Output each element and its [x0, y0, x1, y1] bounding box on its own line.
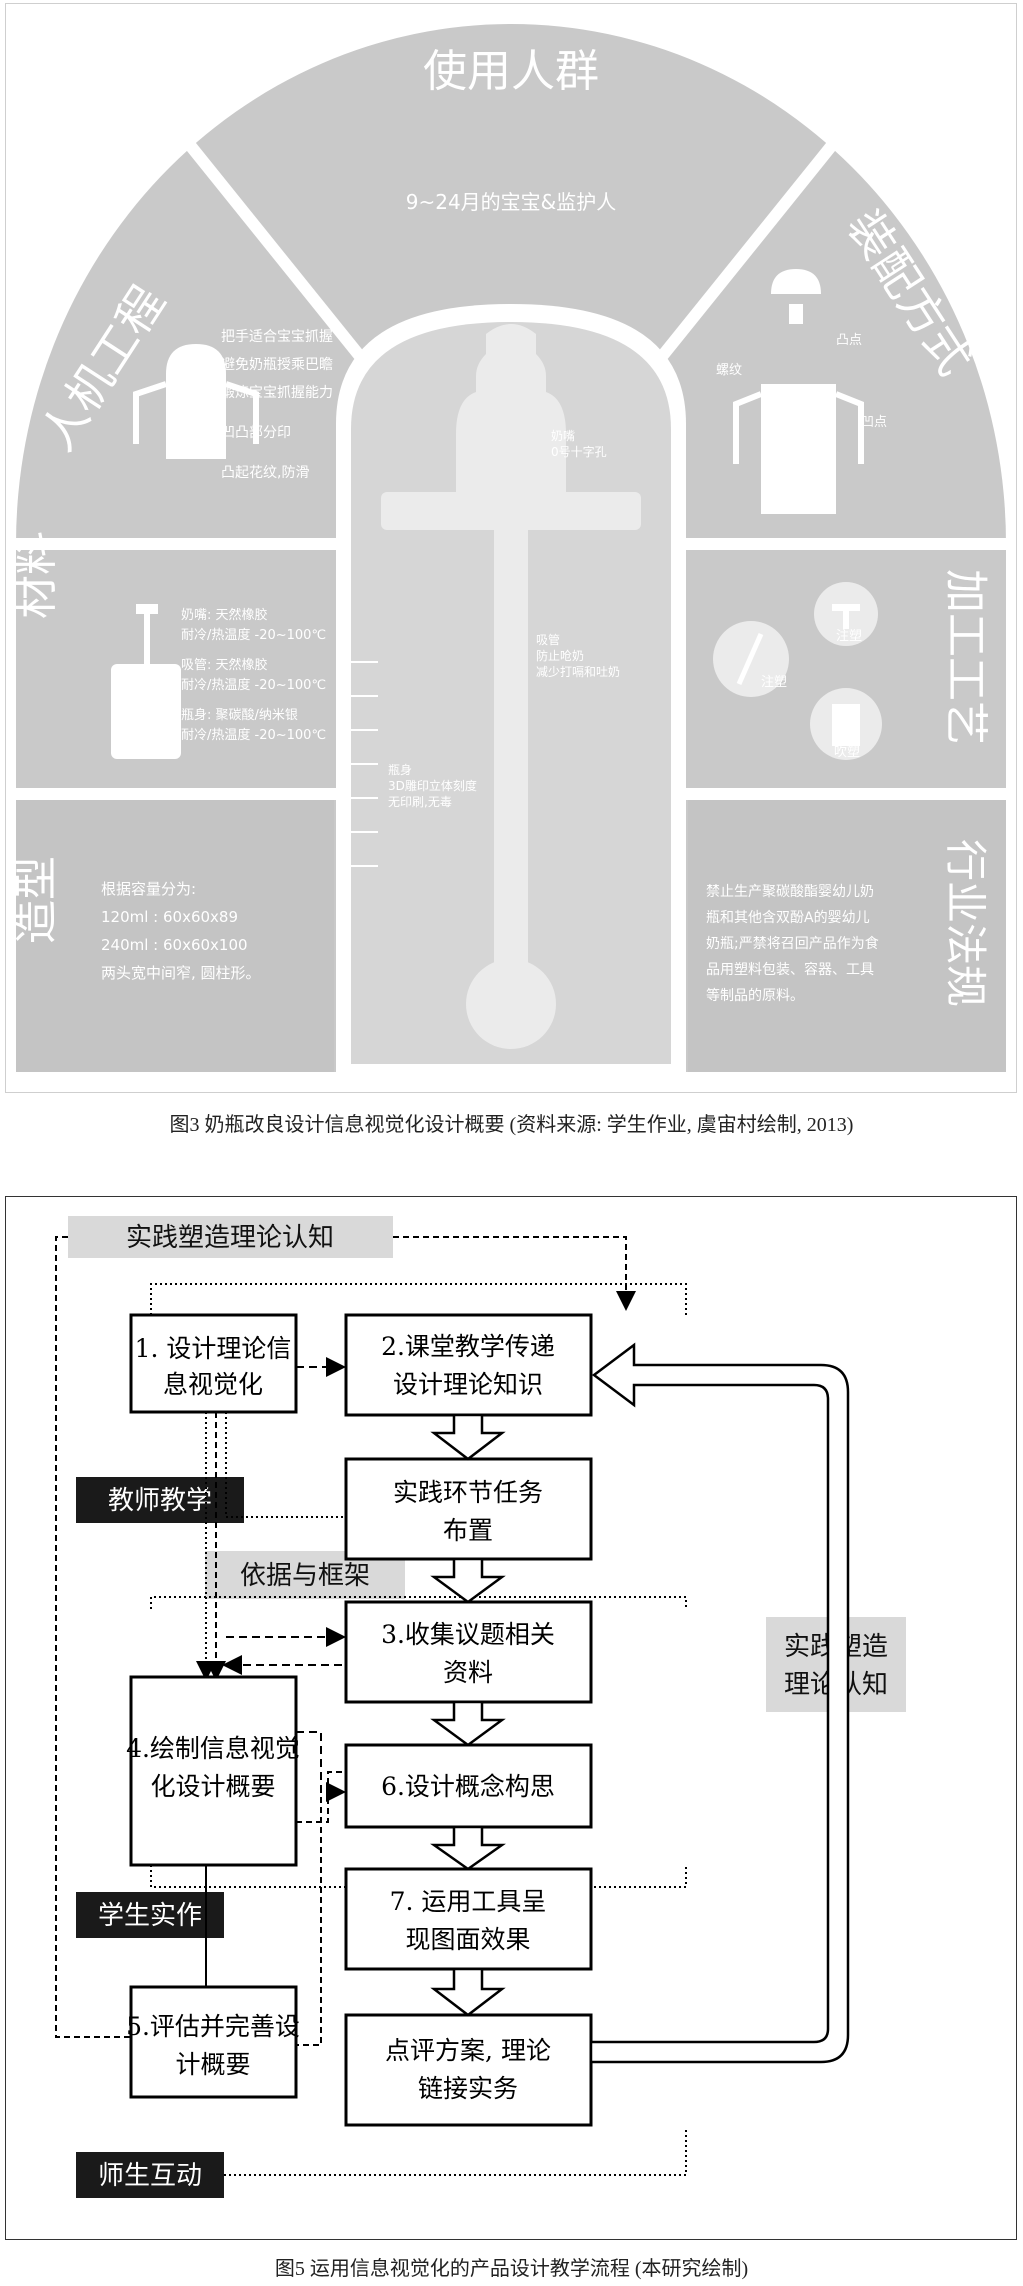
- figure-5-caption: 图5 运用信息视觉化的产品设计教学流程 (本研究绘制): [274, 2258, 749, 2280]
- box-2: 2.课堂教学传递 设计理论知识: [344, 1313, 593, 1417]
- figure-5-flowchart: 实践塑造理论认知 依据与框架 实践塑造 理论认知 教师教学 学生实作 师生互动: [5, 1196, 1017, 2240]
- box-3-line-2: 资料: [443, 1658, 493, 1687]
- box-review-line-2: 链接实务: [418, 2074, 518, 2103]
- box-4-line-2: 化设计概要: [150, 1772, 275, 1801]
- regulation-line-2: 瓶和其他含双酚A的婴幼儿: [706, 910, 870, 926]
- material-notes: 奶嘴: 天然橡胶 耐冷/热温度 -20~100℃ 吸管: 天然橡胶 耐冷/热温度…: [181, 607, 326, 743]
- ergonomics-line-4: 凹凸部分印: [221, 425, 291, 441]
- ergonomics-line-1: 把手适合宝宝抓握: [221, 329, 333, 345]
- ergonomics-line-2: 避免奶瓶授乘巴瞻: [221, 356, 333, 373]
- regulation-line-3: 奶瓶;严禁将召回产品作为食: [706, 935, 879, 952]
- material-line-1: 奶嘴: 天然橡胶: [181, 607, 268, 623]
- bottle-illustration: [336, 304, 686, 1072]
- box-6-line-1: 6.设计概念构思: [381, 1772, 555, 1801]
- processing-title: 加工工艺: [940, 569, 991, 745]
- straw-label: 吸管: [536, 632, 560, 647]
- users-text: 9~24月的宝宝&监护人: [406, 190, 617, 214]
- black-label-interaction-bg: [76, 2152, 224, 2198]
- body-label: 瓶身: [388, 762, 412, 777]
- flow-arrows: [430, 1413, 506, 2017]
- box-2-line-2: 设计理论知识: [393, 1370, 543, 1399]
- shape-line-1: 根据容量分为:: [101, 880, 196, 898]
- shape-title: 造型: [11, 856, 62, 944]
- regulation-line-4: 品用塑料包装、容器、工具: [706, 961, 874, 978]
- regulation-title: 行业法规: [941, 839, 990, 1007]
- regulation-notes: 禁止生产聚碳酸酯婴幼儿奶 瓶和其他含双酚A的婴幼儿 奶瓶;严禁将召回产品作为食 …: [706, 884, 879, 1004]
- box-3-line-1: 3.收集议题相关: [381, 1620, 555, 1649]
- nipple-desc: 0号十字孔: [551, 444, 607, 459]
- box-7: 7. 运用工具呈 现图面效果: [344, 1867, 593, 1971]
- box-5: 5.评估并完善设 计概要: [126, 1985, 300, 2099]
- gray-label-top: 实践塑造理论认知: [126, 1223, 334, 1253]
- processing-labels: 注塑 注塑 吹塑: [761, 629, 862, 760]
- box-7-line-1: 7. 运用工具呈: [390, 1887, 547, 1916]
- processing-label-3: 吹塑: [834, 745, 860, 760]
- box-task-line-1: 实践环节任务: [393, 1478, 543, 1507]
- gray-label-mid: 依据与框架: [240, 1561, 370, 1591]
- figure-3-infographic: 使用人群 9~24月的宝宝&监护人 人机工程 把手适合宝宝抓握 避免奶瓶授乘巴瞻…: [5, 3, 1017, 1093]
- material-line-3: 吸管: 天然橡胶: [181, 657, 268, 673]
- box-4: 4.绘制信息视觉 化设计概要: [126, 1675, 300, 1867]
- box-2-line-1: 2.课堂教学传递: [381, 1332, 555, 1361]
- assembly-label-concave: 凹点: [861, 415, 887, 430]
- gray-label-top-bg: [68, 1216, 393, 1258]
- shape-notes: 根据容量分为: 120ml : 60x60x89 240ml : 60x60x1…: [101, 880, 261, 982]
- assembly-label-convex: 凸点: [836, 333, 862, 348]
- box-task: 实践环节任务 布置: [344, 1457, 593, 1561]
- box-6: 6.设计概念构思: [344, 1743, 593, 1829]
- box-5-line-2: 计概要: [175, 2050, 250, 2079]
- box-1-line-1: 1. 设计理论信: [135, 1334, 292, 1363]
- box-5-line-1: 5.评估并完善设: [126, 2012, 300, 2041]
- box-3: 3.收集议题相关 资料: [344, 1600, 593, 1704]
- users-title: 使用人群: [423, 46, 599, 97]
- black-label-student: 学生实作: [98, 1901, 202, 1931]
- black-label-interaction: 师生互动: [98, 2161, 202, 2191]
- black-label-student-bg: [76, 1892, 224, 1938]
- assembly-label-thread: 螺纹: [716, 363, 742, 378]
- material-bottle-icon: [111, 604, 181, 759]
- box-1: 1. 设计理论信 息视觉化: [129, 1313, 298, 1414]
- black-label-teacher: 教师教学: [108, 1486, 212, 1516]
- material-line-2: 耐冷/热温度 -20~100℃: [181, 627, 326, 643]
- box-4-line-1: 4.绘制信息视觉: [126, 1734, 300, 1763]
- material-line-4: 耐冷/热温度 -20~100℃: [181, 677, 326, 693]
- material-line-5: 瓶身: 聚碳酸/纳米银: [181, 707, 298, 723]
- box-review: 点评方案, 理论 链接实务: [344, 2013, 593, 2127]
- body-desc-1: 3D雕印立体刻度: [388, 778, 477, 793]
- ergonomics-line-3: 锻炼宝宝抓握能力: [221, 385, 333, 401]
- assembly-labels: 凸点 凹点 螺纹: [716, 333, 887, 430]
- box-7-line-2: 现图面效果: [405, 1925, 530, 1954]
- ergonomics-notes: 把手适合宝宝抓握 避免奶瓶授乘巴瞻 锻炼宝宝抓握能力 凹凸部分印 凸起花纹,防滑: [221, 329, 333, 481]
- connector-lines: [55, 1236, 687, 2176]
- material-line-6: 耐冷/热温度 -20~100℃: [181, 727, 326, 743]
- feedback-loop-arrow: [589, 1342, 850, 2064]
- regulation-line-5: 等制品的原料。: [706, 987, 804, 1004]
- box-task-line-2: 布置: [443, 1516, 493, 1545]
- shape-line-3: 240ml : 60x60x100: [101, 936, 248, 954]
- processing-label-2: 注塑: [836, 629, 862, 644]
- nipple-label: 奶嘴: [551, 429, 575, 443]
- bottle-annotations: 奶嘴 0号十字孔 吸管 防止呛奶 减少打嗝和吐奶 瓶身 3D雕印立体刻度 无印刷…: [388, 429, 620, 809]
- processing-label-1: 注塑: [761, 675, 787, 690]
- straw-desc-2: 减少打嗝和吐奶: [536, 665, 620, 679]
- material-title: 材料: [11, 531, 62, 619]
- processing-icons: [713, 582, 882, 760]
- body-desc-2: 无印刷,无毒: [388, 795, 452, 809]
- box-1-line-2: 息视觉化: [163, 1370, 263, 1399]
- box-review-line-1: 点评方案, 理论: [385, 2036, 551, 2065]
- ergonomics-line-5: 凸起花纹,防滑: [221, 464, 309, 481]
- shape-line-2: 120ml : 60x60x89: [101, 908, 238, 926]
- regulation-line-1: 禁止生产聚碳酸酯婴幼儿奶: [706, 884, 874, 900]
- ergonomics-cup-icon: [133, 344, 259, 459]
- straw-desc-1: 防止呛奶: [536, 648, 584, 663]
- assembly-bottle-icon: [733, 269, 864, 514]
- shape-line-4: 两头宽中间窄, 圆柱形。: [101, 964, 261, 982]
- figure-3-caption: 图3 奶瓶改良设计信息视觉化设计概要 (资料来源: 学生作业, 虞宙村绘制, 2…: [169, 1114, 854, 1136]
